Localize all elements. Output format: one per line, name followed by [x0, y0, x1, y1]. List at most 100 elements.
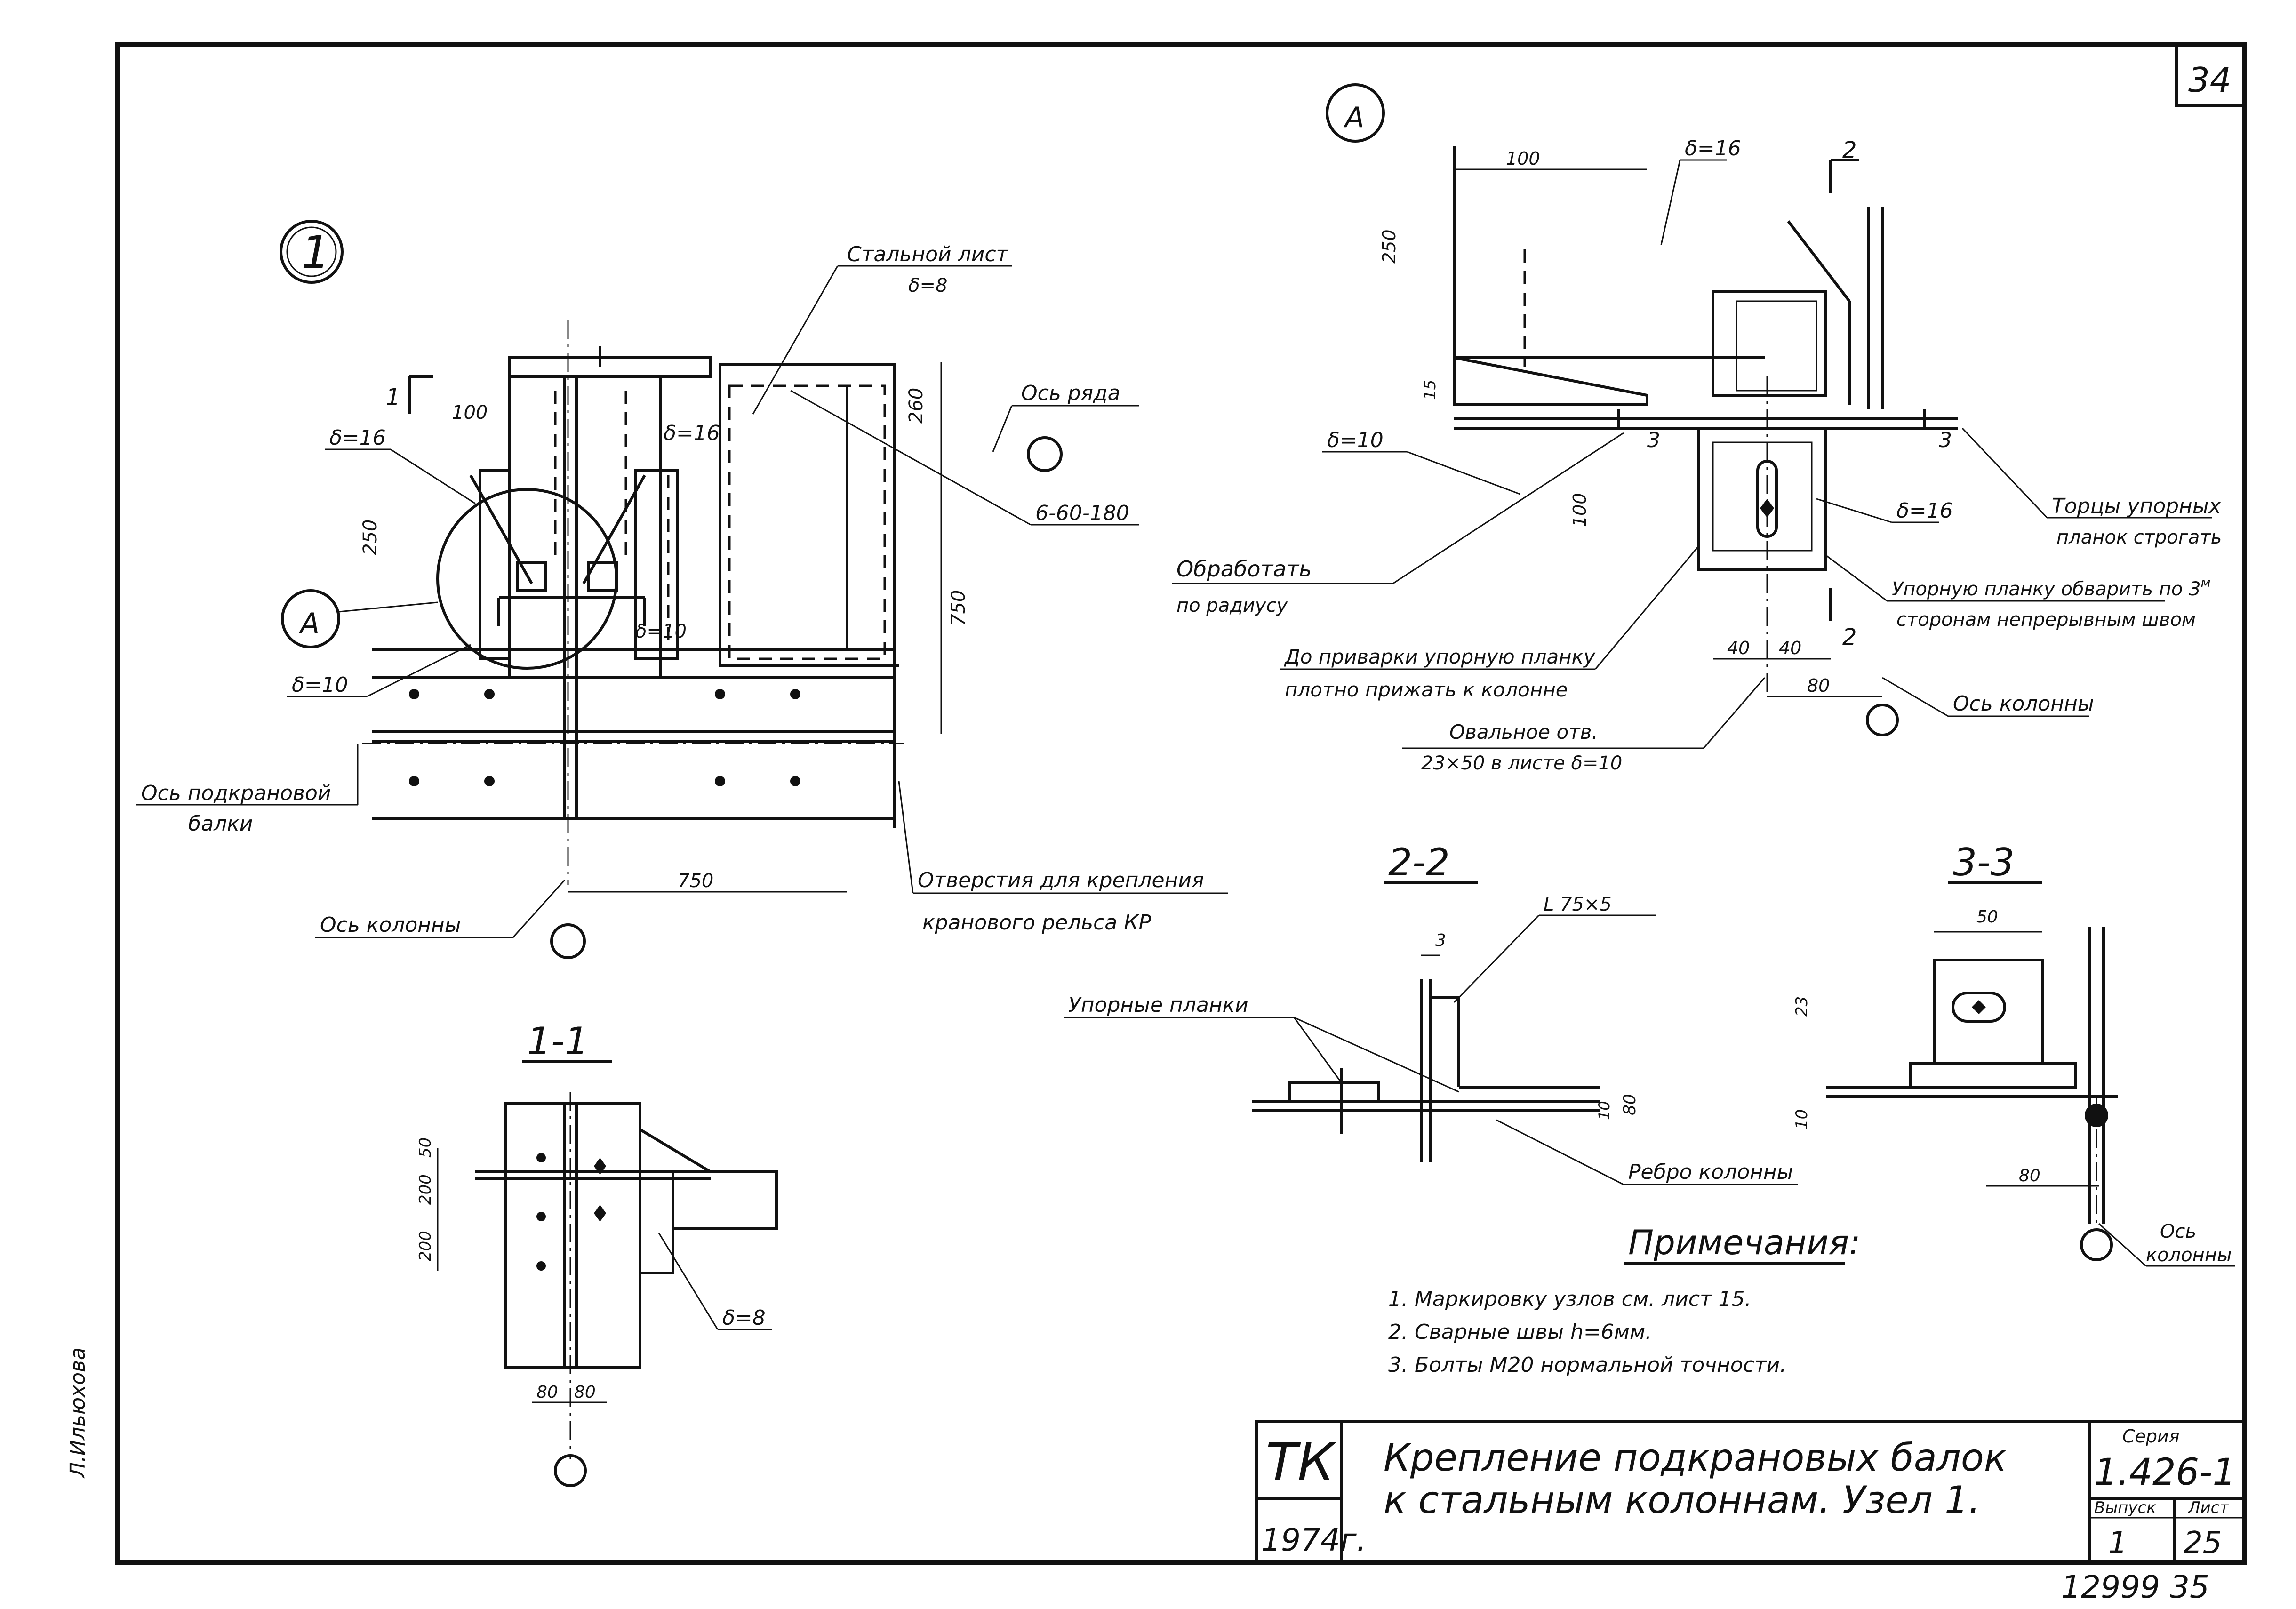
machine-radius-label: Обработать — [1176, 556, 1312, 582]
section-1-mark: 1 — [386, 384, 400, 410]
sec33-column-axis-label-2: колонны — [2146, 1244, 2232, 1266]
dim-250: 250 — [360, 520, 381, 555]
sec33-column-axis-label: Ось — [2160, 1221, 2196, 1242]
view-A-marker — [1326, 83, 1385, 143]
stop-faces-label-2: планок строгать — [2056, 527, 2222, 548]
sheet-frame — [115, 42, 2247, 1565]
viewA-dim-100: 100 — [1506, 148, 1540, 169]
crane-beam-axis-label: Ось подкрановой — [141, 781, 331, 805]
sheet-value: 25 — [2184, 1526, 2222, 1561]
org-label: ТК — [1266, 1432, 1336, 1492]
sec33-dim-10: 10 — [1792, 1109, 1811, 1129]
viewA-dim-15: 15 — [1421, 380, 1440, 400]
view-A-letter: A — [1343, 101, 1364, 134]
angle-label: L 75×5 — [1544, 894, 1612, 915]
note-1: 1. Маркировку узлов см. лист 15. — [1388, 1287, 1752, 1311]
machine-radius-label-2: по радиусу — [1176, 595, 1288, 616]
notes-title: Примечания: — [1628, 1223, 1860, 1262]
sec11-plate-8-label: δ=8 — [722, 1306, 766, 1330]
notes: Примечания: 1. Маркировку узлов см. лист… — [1388, 1223, 1860, 1377]
series-value: 1.426-1 — [2094, 1451, 2236, 1494]
issue-value: 1 — [2108, 1526, 2128, 1561]
rail-holes-label-2: кранового рельса КР — [922, 911, 1151, 935]
stop-plates-label: Упорные планки — [1068, 993, 1248, 1017]
callout-A-marker — [281, 589, 340, 648]
steel-sheet-label: Стальной лист — [847, 242, 1009, 266]
viewA-column-axis-marker — [1866, 704, 1899, 736]
column-axis-marker-node1 — [550, 923, 586, 959]
rail-holes-label: Отверстия для крепления — [918, 868, 1204, 892]
title-line-1: Крепление подкрановых балок — [1384, 1436, 2007, 1480]
stop-plate-16-label: δ=16 — [1896, 499, 1953, 523]
section-1-1: 1-1 50 200 200 80 80 δ=8 — [416, 1019, 778, 1487]
sec33-dim-80: 80 — [2019, 1166, 2040, 1185]
sheet-number-box — [2175, 43, 2246, 107]
section-1-1-title: 1-1 — [527, 1019, 589, 1063]
plate-16-right-label: δ=16 — [664, 421, 720, 445]
press-note-label-2: плотно прижать к колонне — [1285, 678, 1568, 701]
viewA-dim-40b: 40 — [1779, 638, 1801, 658]
section-2-2: 2-2 3 80 10 L 75×5 Упорные планки Ребро … — [1064, 841, 1798, 1185]
issue-label: Выпуск — [2094, 1498, 2156, 1517]
node-1-detail: 1 — [136, 220, 1228, 959]
sheet-number: 34 — [2188, 60, 2232, 100]
viewA-column-axis-label: Ось колонны — [1953, 692, 2094, 716]
sec11-dim-80b: 80 — [574, 1383, 596, 1402]
margin-signature: Л.Ильюхова — [66, 1347, 90, 1479]
sec33-dim-23: 23 — [1792, 996, 1811, 1017]
column-rib-label: Ребро колонны — [1628, 1160, 1793, 1184]
dim-100: 100 — [452, 402, 488, 424]
section-3-3-title: 3-3 — [1953, 841, 2015, 884]
row-axis-label: Ось ряда — [1021, 381, 1120, 405]
callout-A-letter: A — [298, 607, 320, 640]
sec11-column-axis-marker — [554, 1454, 587, 1487]
viewA-dim-80: 80 — [1807, 675, 1830, 696]
title-block: ТК 1974г. Крепление подкрановых балок к … — [1255, 1420, 2246, 1564]
note-2: 2. Сварные швы h=6мм. — [1388, 1320, 1652, 1344]
node-1-marker — [280, 220, 344, 284]
plate-10-left-label: δ=10 — [292, 673, 348, 697]
sec11-dim-200b: 200 — [416, 1231, 435, 1261]
viewA-section-3-right: 3 — [1939, 428, 1952, 452]
weld-note-label-2: сторонам непрерывным швом — [1896, 609, 2196, 631]
dim-750-vert: 750 — [948, 590, 969, 626]
row-axis-marker — [1027, 436, 1063, 472]
series-label: Серия — [2122, 1426, 2180, 1447]
section-2-2-title: 2-2 — [1388, 841, 1450, 884]
column-axis-label-node1: Ось колонны — [320, 913, 461, 937]
sec11-dim-200a: 200 — [416, 1174, 435, 1205]
viewA-section-3-left: 3 — [1647, 428, 1660, 452]
bottom-numbers: 12999 35 — [2061, 1569, 2209, 1605]
title-line-2: к стальным колоннам. Узел 1. — [1384, 1478, 1980, 1522]
sec22-dim-80: 80 — [1620, 1094, 1640, 1115]
dim-750-horiz: 750 — [678, 870, 713, 892]
weld-note-label: Упорную планку обварить по 3м — [1892, 575, 2211, 600]
sec33-column-axis-marker — [2080, 1228, 2113, 1261]
bolts-spec-label: 6-60-180 — [1035, 501, 1129, 525]
plate-10-right-label: δ=10 — [635, 621, 687, 642]
viewA-plate-16-label: δ=16 — [1685, 136, 1741, 160]
note-3: 3. Болты М20 нормальной точности. — [1388, 1353, 1786, 1377]
oval-hole-label: Овальное отв. — [1449, 720, 1598, 744]
sec33-dim-50: 50 — [1976, 907, 1998, 927]
section-3-3: 3-3 50 23 10 80 Ось колонны — [1792, 841, 2235, 1267]
viewA-dim-250: 250 — [1379, 229, 1400, 264]
viewA-dim-40a: 40 — [1727, 638, 1750, 658]
plate-16-left-label: δ=16 — [329, 426, 386, 450]
stop-faces-label: Торцы упорных — [2052, 494, 2222, 518]
sec11-dim-50: 50 — [416, 1137, 435, 1158]
oval-hole-label-2: 23×50 в листе δ=10 — [1421, 752, 1622, 774]
node-1-number: 1 — [301, 226, 330, 279]
crane-beam-axis-label-2: балки — [188, 812, 253, 836]
dim-260: 260 — [905, 388, 927, 424]
sec11-dim-80a: 80 — [536, 1383, 558, 1402]
press-note-label: До приварки упорную планку — [1284, 645, 1596, 668]
steel-sheet-thickness: δ=8 — [908, 275, 947, 296]
view-A-detail: A 100 250 15 100 40 40 80 δ=16 2 — [1172, 83, 2222, 774]
sheet-label: Лист — [2187, 1498, 2229, 1517]
sec22-dim-3: 3 — [1435, 931, 1446, 950]
viewA-plate-10-label: δ=10 — [1327, 428, 1384, 452]
year-label: 1974г. — [1261, 1522, 1367, 1558]
viewA-dim-100v: 100 — [1569, 493, 1590, 527]
